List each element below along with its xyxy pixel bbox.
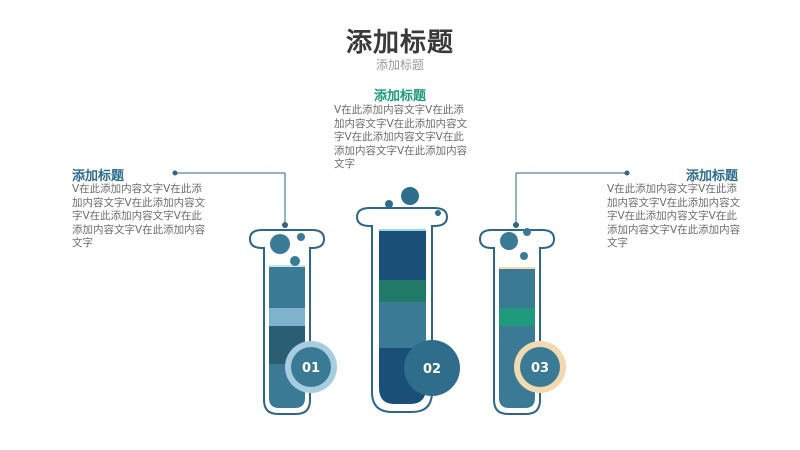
test-tube-2: [355, 187, 460, 413]
step-number-1: 01: [302, 361, 320, 376]
test-tube-1: [248, 229, 337, 415]
section-2-body: V在此添加内容文字V在此添加内容文字V在此添加内容文字V在此添加内容文字V在此添…: [334, 104, 468, 170]
test-tube-3: [478, 228, 566, 415]
page-subtitle: 添加标题: [375, 58, 424, 72]
section-3-title: 添加标题: [685, 169, 738, 184]
connector-dot-1: [172, 170, 178, 176]
section-2-title: 添加标题: [373, 89, 426, 104]
connector-dot-3: [624, 170, 630, 176]
section-1-title: 添加标题: [72, 169, 125, 184]
step-number-2: 02: [423, 362, 441, 377]
section-1-body: V在此添加内容文字V在此添加内容文字V在此添加内容文字V在此添加内容文字V在此添…: [72, 183, 206, 249]
step-number-3: 03: [531, 361, 549, 376]
page-title: 添加标题: [345, 28, 454, 58]
section-3-body: V在此添加内容文字V在此添加内容文字V在此添加内容文字V在此添加内容文字V在此添…: [607, 183, 741, 249]
